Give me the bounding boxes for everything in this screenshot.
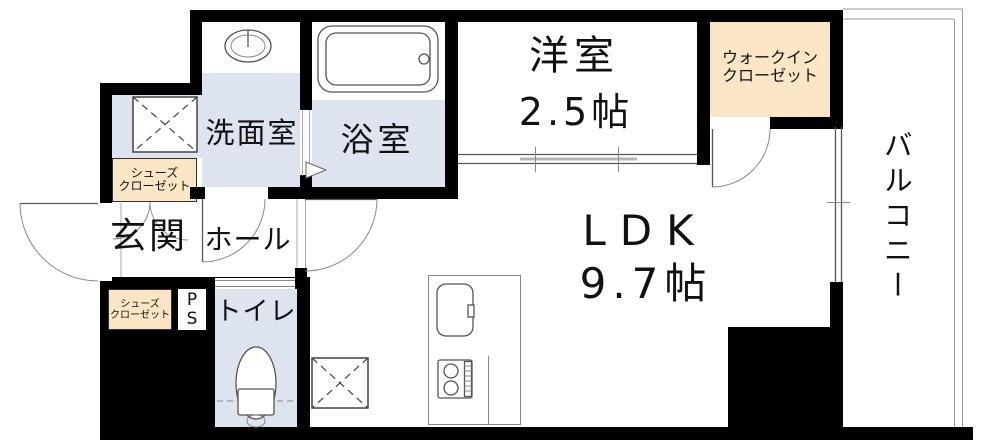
wall: [830, 10, 843, 127]
wall: [100, 427, 973, 440]
entrance-label: 玄関: [109, 215, 188, 257]
kitchen-sink-icon: [436, 283, 475, 337]
wall: [300, 175, 312, 189]
wall: [190, 10, 202, 95]
washing-machine-space-icon: [132, 96, 198, 153]
toilet-door: [215, 278, 295, 289]
washbasin-icon: [224, 29, 272, 63]
wall: [190, 187, 205, 199]
wall: [770, 117, 843, 129]
western-room-size: 2.5帖: [518, 89, 634, 134]
wall: [300, 10, 312, 110]
walk-in-closet-floor: [710, 22, 830, 117]
wic-door-swing-icon: [711, 128, 771, 188]
shoe-closet-lower-label: シューズ クローゼット: [110, 298, 170, 321]
shoe-closet-upper-box: [112, 158, 197, 202]
washroom-door-swing-icon: [201, 198, 266, 263]
window-icon: [827, 127, 850, 282]
structural-block: [728, 327, 843, 430]
shoe-closet-door-swing-icon: [112, 201, 189, 241]
entrance-door-swing-icon: [19, 202, 112, 282]
ldk-door-swing-icon: [296, 198, 378, 272]
hall-label: ホール: [204, 223, 292, 257]
shoe-closet-upper-label: シューズ クローゼット: [118, 165, 191, 193]
shoe-closet-lower-box: [108, 289, 172, 330]
pipe-space-label: P S: [186, 289, 198, 329]
gas-stove-icon: [437, 359, 473, 399]
bathroom-floor: [312, 100, 445, 187]
wall: [268, 187, 458, 199]
pipe-space-box: [178, 289, 206, 330]
toilet-icon: [217, 346, 295, 428]
balcony-rail: [843, 8, 963, 427]
ldk-size: 9.7帖: [579, 259, 713, 309]
refrigerator-space-icon: [311, 357, 369, 409]
folding-door-icon: [302, 110, 328, 179]
washroom-floor: [202, 73, 300, 187]
sliding-door-icon: [458, 147, 697, 172]
western-room-label: 洋室: [529, 32, 619, 79]
bathroom-label: 浴室: [340, 119, 415, 159]
wall: [445, 10, 458, 199]
toilet-label: トイレ: [215, 297, 297, 328]
bathtub-icon: [317, 25, 439, 93]
washroom-label: 洗面室: [205, 115, 299, 150]
ldk-label: LDK: [582, 206, 708, 256]
balcony-label: バルコニー: [879, 129, 914, 305]
walk-in-closet-label: ウォークイン クローゼット: [721, 48, 818, 85]
wall: [190, 10, 840, 22]
wall: [697, 10, 710, 165]
wall: [100, 83, 112, 203]
kitchen-counter: [428, 275, 521, 425]
wall: [100, 83, 202, 95]
